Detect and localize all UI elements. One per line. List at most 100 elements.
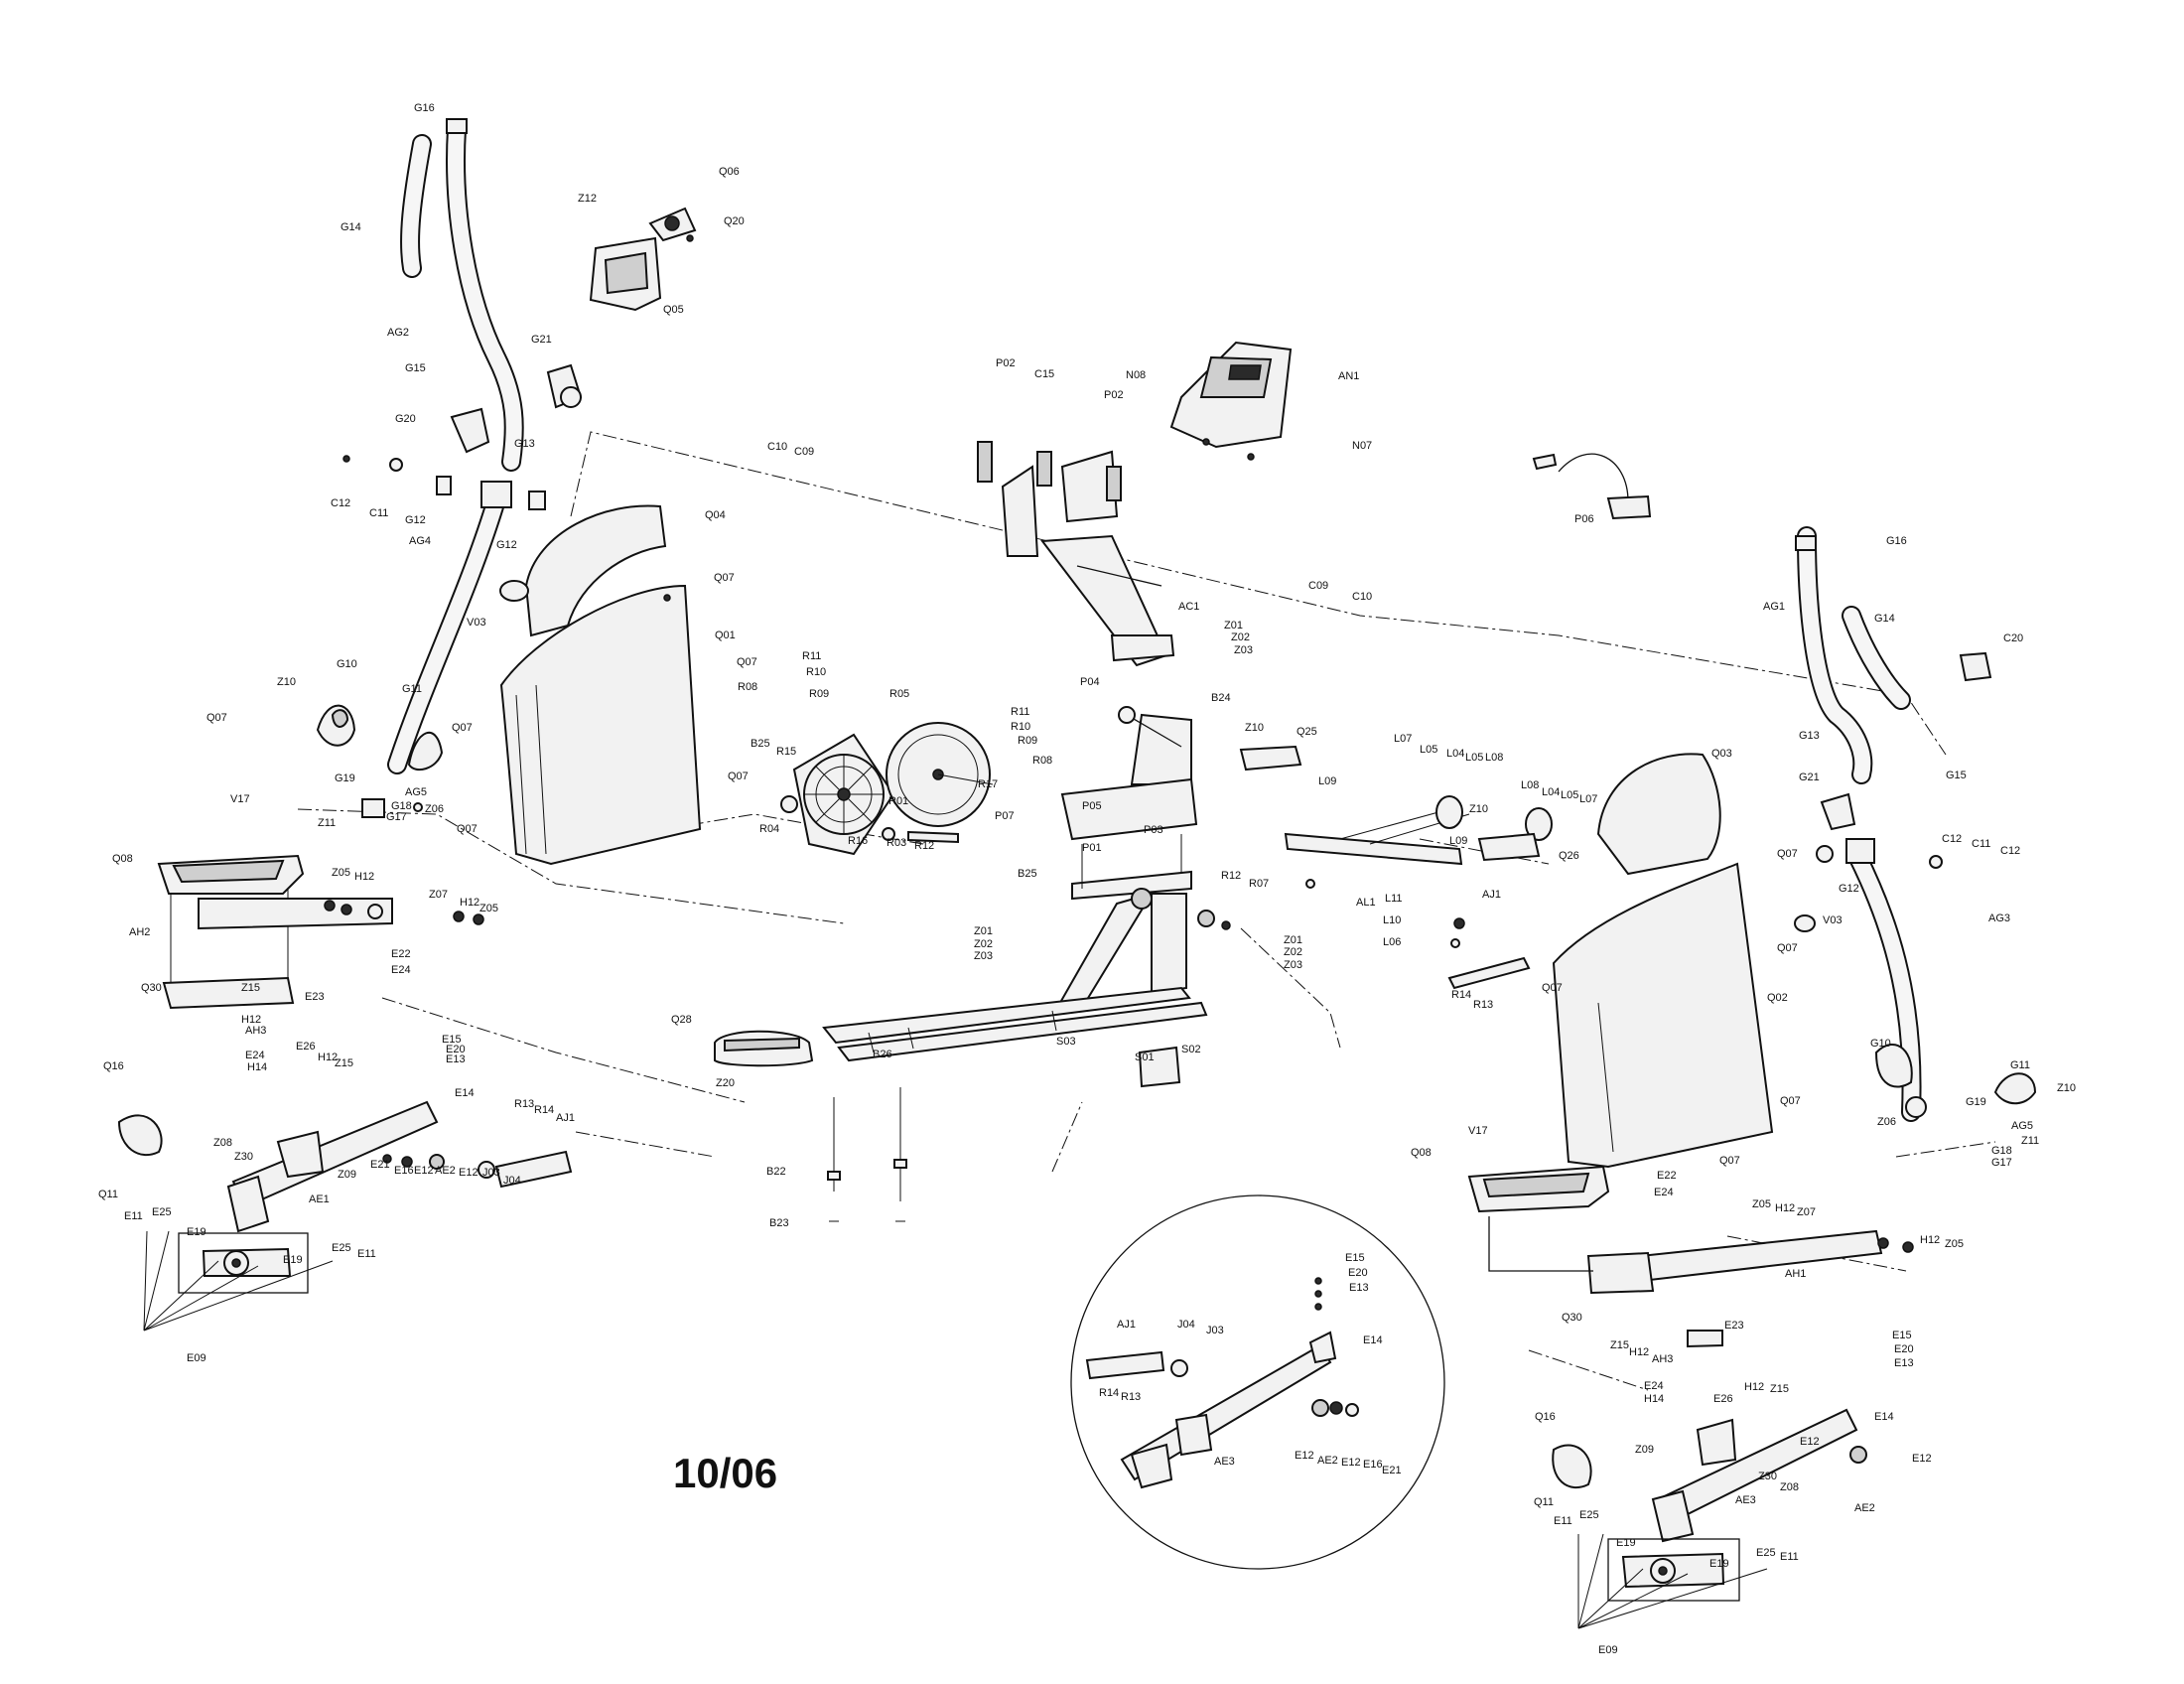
part-label-p04: P04 (1080, 676, 1100, 688)
part-label-l04a: L04 (1446, 748, 1464, 760)
part-label-z30a: Z30 (234, 1151, 253, 1163)
part-label-aj1a: AJ1 (556, 1112, 575, 1124)
part-label-e11d: E11 (1780, 1551, 1799, 1563)
part-label-e24b: E24 (245, 1050, 265, 1061)
part-label-e24c: E24 (1654, 1187, 1674, 1198)
part-label-g10a: G10 (337, 658, 357, 670)
part-label-q02: Q02 (1767, 992, 1788, 1004)
part-label-q08a: Q08 (112, 853, 133, 865)
part-label-e15b: E15 (1892, 1330, 1912, 1341)
part-label-e21a: E21 (370, 1159, 390, 1171)
part-label-r10b: R10 (1011, 721, 1030, 733)
part-label-ag5a: AG5 (405, 786, 427, 798)
part-label-e20c: E20 (1348, 1267, 1368, 1279)
part-label-q07b: Q07 (737, 656, 757, 668)
part-label-e12e: E12 (1295, 1450, 1314, 1462)
part-label-p05: P05 (1082, 800, 1102, 812)
part-label-e12d: E12 (1912, 1453, 1932, 1465)
part-label-l07a: L07 (1394, 733, 1412, 745)
part-label-e14a: E14 (455, 1087, 475, 1099)
part-label-c11b: C11 (1972, 838, 1990, 850)
part-label-z02b: Z02 (1284, 946, 1302, 958)
detail-callout (1070, 1194, 1445, 1570)
part-label-z03b: Z03 (1284, 959, 1302, 971)
right-side-shroud (1552, 753, 1816, 1169)
part-label-ah3a: AH3 (245, 1025, 266, 1037)
part-label-c11a: C11 (369, 507, 388, 519)
part-label-ah2: AH2 (129, 926, 150, 938)
part-label-z06b: Z06 (1877, 1116, 1896, 1128)
part-label-e09b: E09 (1598, 1644, 1618, 1656)
part-label-g18a: G18 (391, 800, 412, 812)
part-label-ah1: AH1 (1785, 1268, 1806, 1280)
part-label-g18b: G18 (1991, 1145, 2012, 1157)
part-label-ag3: AG3 (1988, 912, 2010, 924)
part-label-r05: R05 (889, 688, 909, 700)
left-handle-endcaps (316, 363, 583, 772)
part-label-z05c: Z05 (1752, 1198, 1771, 1210)
part-label-ag1: AG1 (1763, 601, 1785, 613)
part-label-p06: P06 (1574, 513, 1594, 525)
part-label-al1: AL1 (1356, 897, 1376, 909)
part-label-r14c: R14 (1099, 1387, 1119, 1399)
part-label-e24a: E24 (391, 964, 411, 976)
part-label-j03b: J03 (1206, 1325, 1224, 1336)
part-label-e13b: E13 (1894, 1357, 1914, 1369)
part-label-g10b: G10 (1870, 1038, 1891, 1050)
part-label-ac1: AC1 (1178, 601, 1199, 613)
part-label-e12b: E12 (459, 1167, 478, 1179)
part-label-z11a: Z11 (318, 817, 336, 829)
part-label-z10c: Z10 (1469, 803, 1488, 815)
part-label-b25a: B25 (751, 738, 770, 750)
left-pedal-assembly (157, 854, 484, 1010)
drive-pulley (780, 733, 895, 856)
part-label-g21a: G21 (531, 334, 552, 346)
part-label-l05a: L05 (1420, 744, 1437, 756)
part-label-z09a: Z09 (338, 1169, 356, 1181)
part-label-h14b: H14 (1644, 1393, 1664, 1405)
part-label-c10b: C10 (1352, 591, 1372, 603)
part-label-g12c: G12 (1839, 883, 1859, 895)
part-label-ag5b: AG5 (2011, 1120, 2033, 1132)
part-label-h12g: H12 (1629, 1346, 1649, 1358)
part-label-e25c: E25 (1579, 1509, 1599, 1521)
part-label-q07a: Q07 (714, 572, 735, 584)
console-unit (1169, 341, 1293, 461)
part-label-l08a: L08 (1485, 752, 1503, 764)
part-label-r12b: R12 (1221, 870, 1241, 882)
part-label-z11b: Z11 (2021, 1135, 2039, 1147)
cup-holder (589, 207, 697, 312)
part-label-r01: R01 (888, 795, 908, 807)
part-label-ag4: AG4 (409, 535, 431, 547)
part-label-e23a: E23 (305, 991, 325, 1003)
part-label-z09b: Z09 (1635, 1444, 1654, 1456)
part-label-r14b: R14 (1451, 989, 1471, 1001)
part-label-l05b: L05 (1465, 752, 1483, 764)
part-label-e13a: E13 (446, 1053, 466, 1065)
part-label-ae1: AE1 (309, 1193, 330, 1205)
left-wheel-bracket (117, 1114, 334, 1332)
console-mast (977, 441, 1182, 748)
part-label-r13b: R13 (1473, 999, 1493, 1011)
part-label-p03: P03 (1144, 824, 1163, 836)
part-label-n07: N07 (1352, 440, 1372, 452)
part-label-e11b: E11 (357, 1248, 376, 1260)
part-label-e26a: E26 (296, 1041, 316, 1052)
part-label-h12h: H12 (1744, 1381, 1764, 1393)
part-label-e16a: E16 (394, 1165, 414, 1177)
part-label-q07f: Q07 (457, 823, 478, 835)
part-label-q07d: Q07 (452, 722, 473, 734)
part-label-z03c: Z03 (1234, 644, 1253, 656)
part-label-l04b: L04 (1542, 786, 1560, 798)
part-label-z12: Z12 (578, 193, 597, 205)
part-label-b23: B23 (769, 1217, 789, 1229)
part-label-z30b: Z30 (1758, 1471, 1777, 1482)
left-side-shroud (499, 504, 702, 866)
part-label-z05d: Z05 (1945, 1238, 1964, 1250)
part-label-e16b: E16 (1363, 1459, 1383, 1471)
part-label-r11b: R11 (1011, 706, 1029, 718)
part-label-g15b: G15 (1946, 770, 1967, 781)
part-label-r08b: R08 (1032, 755, 1052, 767)
part-label-e19a: E19 (187, 1226, 206, 1238)
part-label-e20b: E20 (1894, 1343, 1914, 1355)
